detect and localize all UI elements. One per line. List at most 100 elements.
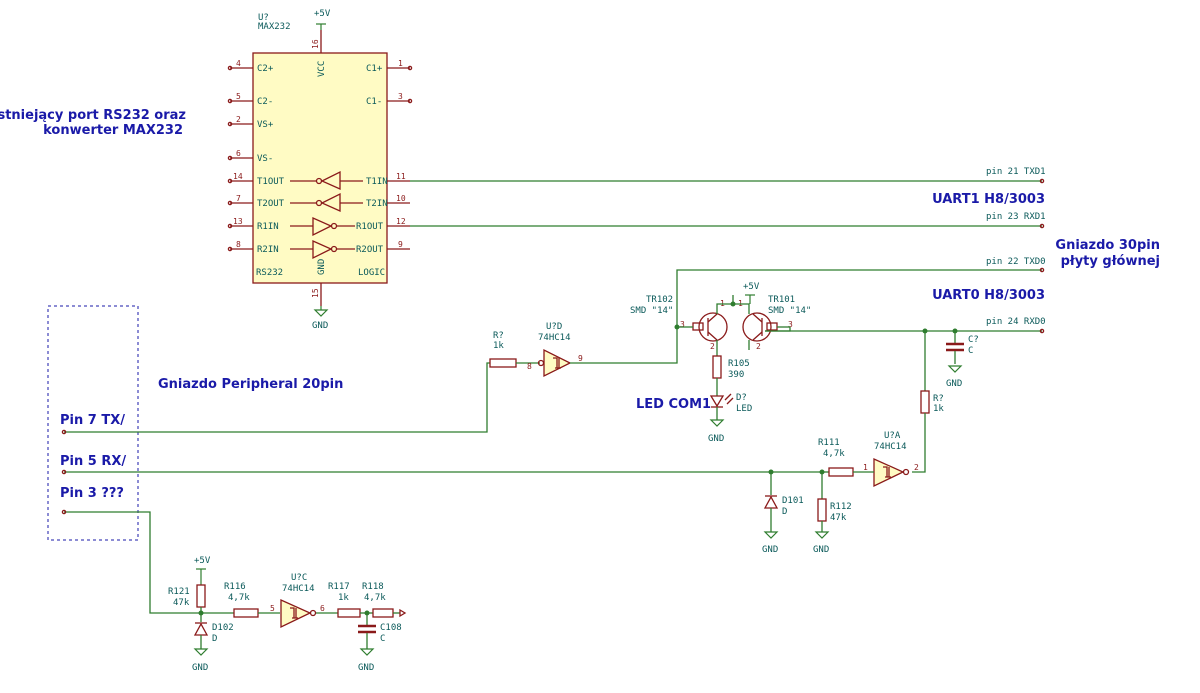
max232-pin-c2p-num: 4 xyxy=(236,59,241,68)
max232-pin-gnd-num: 15 xyxy=(311,288,320,298)
max232-pin-r2in: R2IN xyxy=(257,245,279,255)
max232-pin-r1out: R1OUT xyxy=(356,222,384,232)
max232-pin-c1m-num: 3 xyxy=(398,92,403,101)
tr102-pin-2: 2 xyxy=(710,342,715,351)
gnd-label-led: GND xyxy=(708,434,724,444)
max232-pin-r1out-num: 12 xyxy=(396,217,406,226)
wires-uart xyxy=(410,180,1042,332)
u-rx-value: 74HC14 xyxy=(874,442,907,452)
max232-pin-vsm: VS- xyxy=(257,154,273,164)
pin5-label: Pin 5 RX/ xyxy=(60,454,126,469)
max232-pin-c2m-num: 5 xyxy=(236,92,241,101)
max232-pin-t1in-num: 11 xyxy=(396,172,406,181)
net-rxd1: pin 23 RXD1 xyxy=(986,212,1046,222)
diode-d101[interactable] xyxy=(763,495,779,509)
resistor-r121[interactable] xyxy=(196,584,206,608)
c-rx-ref: C? xyxy=(968,335,979,345)
vcc-label-max232: +5V xyxy=(314,9,331,19)
max232-pin-r2in-num: 8 xyxy=(236,240,241,249)
gnd-symbol-d101 xyxy=(763,531,779,539)
net-txd1: pin 21 TXD1 xyxy=(986,167,1046,177)
wires-peripheral xyxy=(64,362,820,614)
vcc-label-tr: +5V xyxy=(743,282,760,292)
max232-section-logic: LOGIC xyxy=(358,268,385,278)
u-c-pin-in: 5 xyxy=(270,604,275,613)
tr101-value: SMD "14" xyxy=(768,306,811,316)
d102-value: D xyxy=(212,634,217,644)
c-rx-value: C xyxy=(968,346,973,356)
u-tx-ref: U?D xyxy=(546,322,562,332)
resistor-r111[interactable] xyxy=(828,467,854,477)
max232-pin-vsm-num: 6 xyxy=(236,149,241,158)
max232-pin-t1in: T1IN xyxy=(366,177,388,187)
gnd-symbol-max232 xyxy=(313,306,329,317)
capacitor-c108[interactable] xyxy=(358,613,376,649)
led-ref: D? xyxy=(736,393,747,403)
note-rs232-line1: Nieistniejący port RS232 oraz xyxy=(0,108,186,123)
resistor-r105[interactable] xyxy=(712,355,722,379)
tr102-value: SMD "14" xyxy=(630,306,673,316)
max232-pin-c1m: C1- xyxy=(366,97,382,107)
transistor-tr101[interactable] xyxy=(742,312,778,342)
max232-pin-c1p-num: 1 xyxy=(398,59,403,68)
vcc-label-r121: +5V xyxy=(194,556,211,566)
d102-ref: D102 xyxy=(212,623,234,633)
d101-ref: D101 xyxy=(782,496,804,506)
inverter-u-c[interactable] xyxy=(280,598,317,629)
note-peripheral: Gniazdo Peripheral 20pin xyxy=(158,377,343,392)
gnd-label-d101: GND xyxy=(762,545,778,555)
gnd-label-d102: GND xyxy=(192,663,208,673)
resistor-r-rx[interactable] xyxy=(920,390,930,414)
resistor-r112[interactable] xyxy=(817,498,827,522)
led-value: LED xyxy=(736,404,752,414)
pin7-label: Pin 7 TX/ xyxy=(60,413,125,428)
tr102-ref: TR102 xyxy=(646,295,673,305)
r116-ref: R116 xyxy=(224,582,246,592)
resistor-r117[interactable] xyxy=(337,608,361,618)
max232-pin-t2in: T2IN xyxy=(366,199,388,209)
r105-ref: R105 xyxy=(728,359,750,369)
r118-value: 4,7k xyxy=(364,593,386,603)
diode-d102[interactable] xyxy=(193,622,209,636)
max232-ref: U? xyxy=(258,13,269,23)
max232-value: MAX232 xyxy=(258,22,291,32)
max232-pin-r1in: R1IN xyxy=(257,222,279,232)
resistor-r116[interactable] xyxy=(233,608,259,618)
r111-ref: R111 xyxy=(818,438,840,448)
note-led-com1: LED COM1 xyxy=(636,397,711,412)
u-c-pin-out: 6 xyxy=(320,604,325,613)
max232-pin-t1out: T1OUT xyxy=(257,177,285,187)
resistor-r-tx[interactable] xyxy=(489,358,517,368)
inverter-u-rx[interactable] xyxy=(873,457,910,488)
max232-pin-c2p: C2+ xyxy=(257,64,274,74)
gnd-symbol-r112 xyxy=(814,531,830,539)
u-rx-ref: U?A xyxy=(884,431,901,441)
output-arrow xyxy=(399,608,407,618)
max232-pin-c1p: C1+ xyxy=(366,64,383,74)
tr101-pin-2: 2 xyxy=(756,342,761,351)
r105-value: 390 xyxy=(728,370,744,380)
transistor-tr102[interactable] xyxy=(692,312,728,342)
u-rx-pin-in: 1 xyxy=(863,463,868,472)
junction-tr-vcc xyxy=(730,301,736,307)
gnd-symbol-c-rx xyxy=(947,365,963,373)
u-c-ref: U?C xyxy=(291,573,307,583)
tr102-pin-b: 3 xyxy=(680,320,685,329)
r112-value: 47k xyxy=(830,513,847,523)
max232-pin-t2out-num: 7 xyxy=(236,194,241,203)
max232-pin-r2out-num: 9 xyxy=(398,240,403,249)
capacitor-c-rx[interactable] xyxy=(946,331,964,364)
gnd-label-c108: GND xyxy=(358,663,374,673)
max232-chip[interactable]: U? MAX232 RS232 LOGIC xyxy=(227,13,413,306)
r118-ref: R118 xyxy=(362,582,384,592)
u-tx-value: 74HC14 xyxy=(538,333,571,343)
resistor-r118[interactable] xyxy=(372,608,394,618)
note-conn30-line1: Gniazdo 30pin xyxy=(1055,238,1160,253)
r-rx-value: 1k xyxy=(933,404,944,414)
junction-tr-base xyxy=(674,324,680,330)
inverter-u-tx[interactable] xyxy=(537,348,572,378)
r-tx-value: 1k xyxy=(493,341,504,351)
led-d[interactable] xyxy=(709,393,734,408)
net-rxd0: pin 24 RXD0 xyxy=(986,317,1046,327)
vcc-symbol-max232 xyxy=(316,23,326,30)
